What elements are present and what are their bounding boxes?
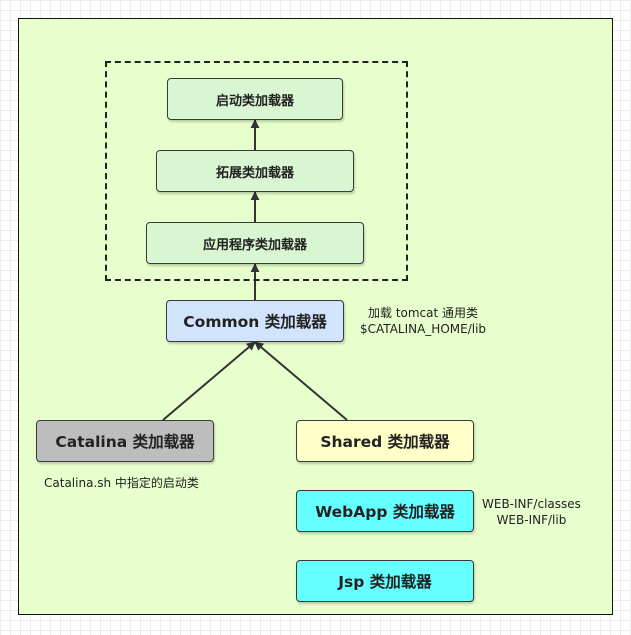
jsp-classloader-node: Jsp 类加载器 — [296, 560, 474, 602]
common-classloader-node: Common 类加载器 — [166, 300, 344, 342]
catalina-classloader-node: Catalina 类加载器 — [36, 420, 214, 462]
catalina-classloader-note: Catalina.sh 中指定的启动类 — [44, 476, 199, 490]
application-classloader-label: 应用程序类加载器 — [202, 237, 307, 253]
webapp-classloader-label: WebApp 类加载器 — [315, 503, 455, 521]
catalina-classloader-label: Catalina 类加载器 — [55, 433, 195, 451]
webapp-note-line1: WEB-INF/classes — [482, 497, 581, 511]
shared-classloader-label: Shared 类加载器 — [320, 433, 450, 451]
common-classloader-note: 加载 tomcat 通用类 $CATALINA_HOME/lib — [360, 305, 486, 337]
application-classloader-node: 应用程序类加载器 — [146, 222, 364, 264]
common-note-line2: $CATALINA_HOME/lib — [360, 322, 487, 336]
jvm-loaders-group — [105, 61, 408, 281]
extension-classloader-label: 拓展类加载器 — [215, 165, 294, 181]
bootstrap-classloader-label: 启动类加载器 — [215, 93, 294, 109]
bootstrap-classloader-node: 启动类加载器 — [167, 78, 343, 120]
jsp-classloader-label: Jsp 类加载器 — [338, 573, 432, 591]
extension-classloader-node: 拓展类加载器 — [156, 150, 354, 192]
webapp-note-line2: WEB-INF/lib — [496, 513, 567, 527]
webapp-classloader-note: WEB-INF/classes WEB-INF/lib — [482, 496, 581, 528]
shared-classloader-node: Shared 类加载器 — [296, 420, 474, 462]
common-note-line1: 加载 tomcat 通用类 — [368, 306, 479, 320]
common-classloader-label: Common 类加载器 — [183, 313, 327, 331]
webapp-classloader-node: WebApp 类加载器 — [296, 490, 474, 532]
